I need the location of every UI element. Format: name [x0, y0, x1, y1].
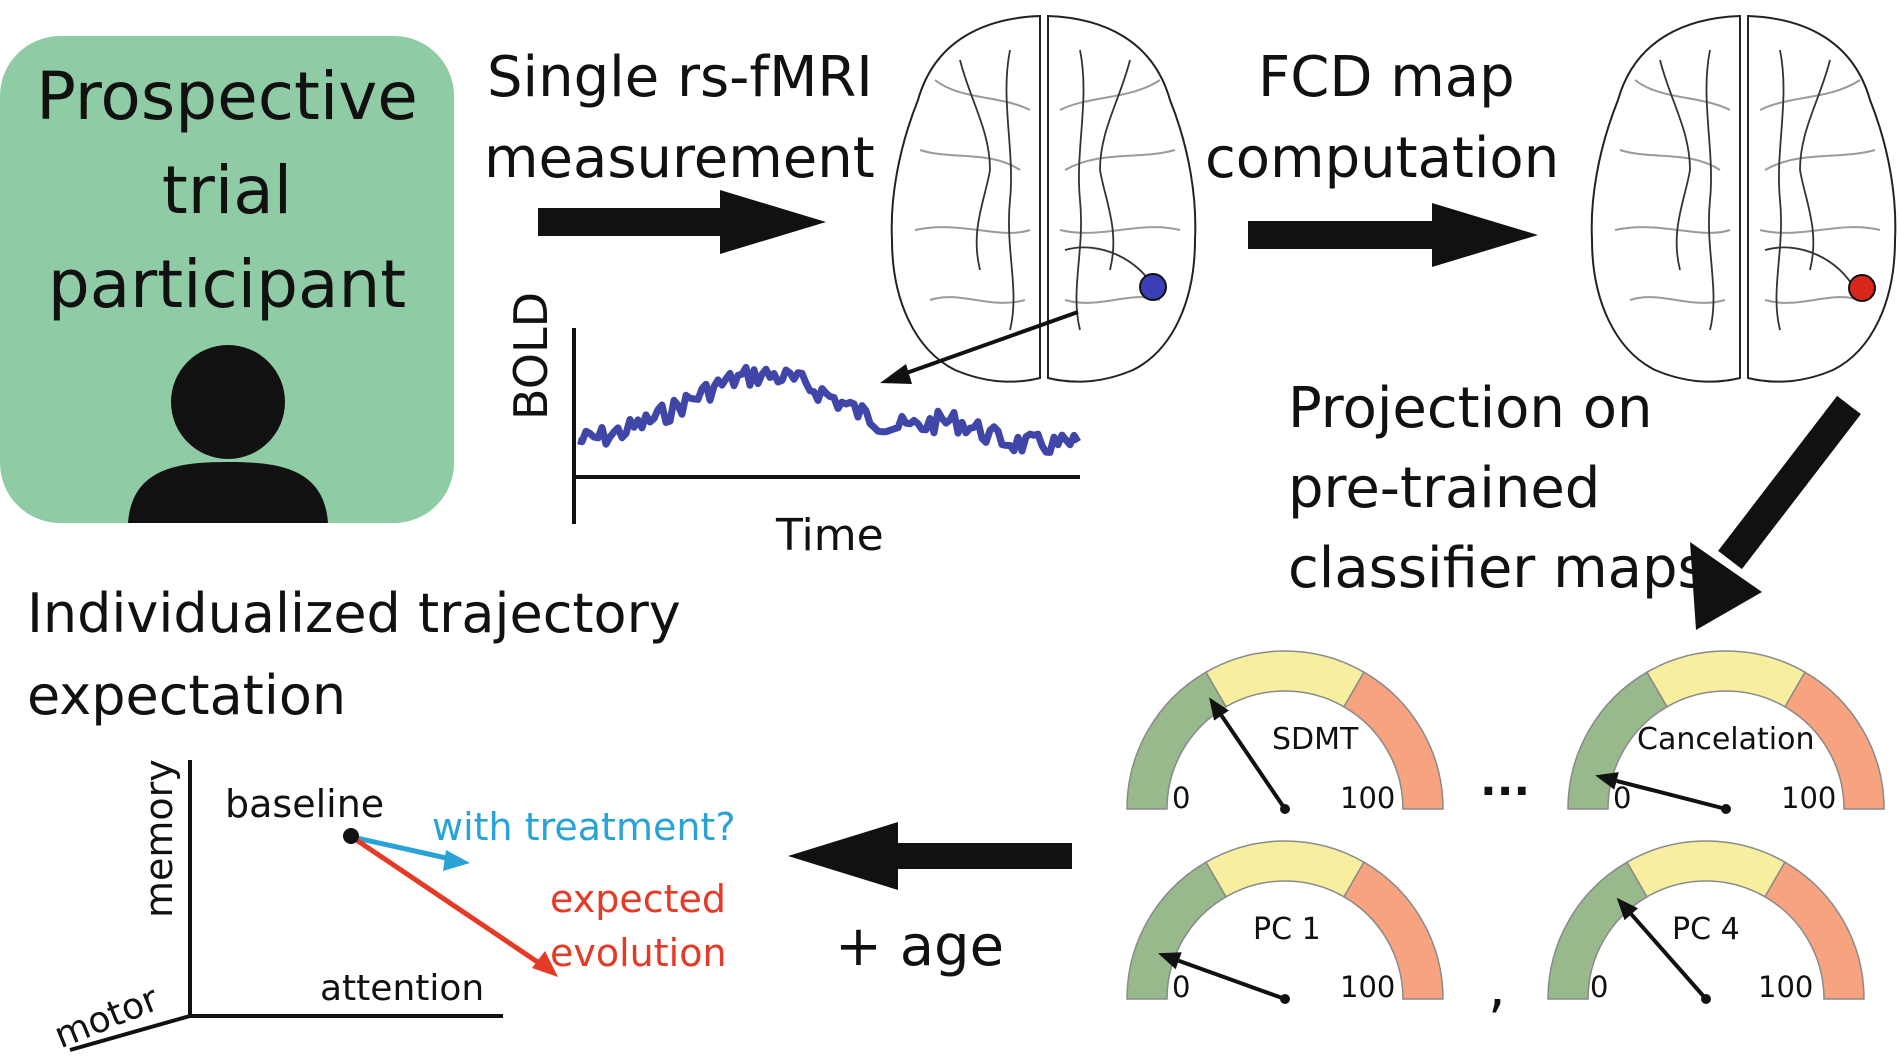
gauge-zone-3 [1342, 861, 1444, 1000]
seed-region-red [1848, 274, 1876, 302]
person-icon [128, 345, 328, 523]
baseline-label: baseline [225, 782, 385, 826]
gauge-label-sdmt: SDMT [1272, 722, 1359, 757]
seed-to-signal-arrow [880, 310, 1079, 384]
gauge-zone-2 [1625, 840, 1787, 898]
gauge-sdmt [1126, 650, 1444, 814]
gauge-min-pc4: 0 [1590, 970, 1609, 1004]
gauge-hub [1280, 804, 1290, 814]
trajectory-axes [69, 760, 503, 1052]
fcd-brain-icon [1590, 14, 1897, 383]
gauge-min-sdmt: 0 [1172, 781, 1191, 815]
projection-label-line1: Projection on [1288, 376, 1653, 441]
gauge-zone-2 [1204, 650, 1366, 708]
gauge-hub [1721, 804, 1731, 814]
trajectory-title-line2: expectation [27, 664, 347, 727]
participant-title-line2: trial [161, 152, 293, 229]
gauge-needle [1219, 714, 1287, 811]
arrow-to-trajectory [788, 822, 1072, 890]
gauge-hub [1280, 994, 1290, 1004]
measurement-label-line2: measurement [484, 126, 875, 191]
baseline-point [343, 828, 359, 844]
gauge-comma: , [1488, 955, 1506, 1020]
fcd-label-line2: computation [1205, 126, 1560, 191]
gauge-ellipsis: ... [1480, 755, 1531, 806]
gauge-max-sdmt: 100 [1340, 781, 1396, 815]
gauge-zone-2 [1645, 650, 1807, 708]
bold-plot-axes [572, 328, 1080, 524]
participant-title-line3: participant [47, 246, 407, 323]
gauge-needle [1178, 958, 1286, 1001]
gauge-label-pc1: PC 1 [1253, 912, 1321, 947]
gauge-needle-tip [1157, 952, 1182, 970]
trajectory-title-line1: Individualized trajectory [27, 582, 681, 645]
gauge-needle-tip [1616, 897, 1639, 921]
gauge-max-pc1: 100 [1340, 970, 1396, 1004]
projection-label-line2: pre-trained [1288, 456, 1601, 521]
arrow-to-gauges [1690, 395, 1861, 630]
gauge-zone-3 [1783, 671, 1885, 810]
gauge-pc-4 [1547, 840, 1865, 1004]
participant-title-line1: Prospective [36, 58, 418, 135]
gauge-hub [1701, 994, 1711, 1004]
brain-icon [890, 14, 1197, 383]
attention-axis-label: attention [320, 968, 485, 1009]
gauge-pc-1 [1126, 840, 1444, 1004]
expected-evolution-arrow [350, 834, 558, 977]
expected-label-line2: evolution [550, 931, 727, 975]
bold-signal-line [577, 363, 1081, 456]
gauge-max-cancelation: 100 [1781, 781, 1837, 815]
gauge-label-pc4: PC 4 [1672, 912, 1740, 947]
gauge-cancelation [1567, 650, 1885, 814]
gauge-zone-3 [1763, 861, 1865, 1000]
gauge-min-pc1: 0 [1172, 970, 1191, 1004]
gauge-needle [1629, 912, 1708, 1001]
measurement-label-line1: Single rs-fMRI [487, 45, 873, 110]
age-label: + age [835, 914, 1005, 979]
gauge-zone-1 [1126, 671, 1228, 810]
gauge-zone-1 [1547, 861, 1649, 1000]
gauge-needle-tip [1209, 697, 1229, 721]
participant-title: Prospective trial participant [0, 50, 454, 332]
gauge-label-cancelation: Cancelation [1637, 722, 1815, 757]
time-axis-label: Time [776, 510, 884, 561]
arrow-to-brain [538, 190, 826, 254]
treatment-label: with treatment? [432, 805, 736, 849]
expected-label-line1: expected [550, 877, 726, 921]
gauge-max-pc4: 100 [1758, 970, 1814, 1004]
arrow-to-fcd-map [1248, 203, 1538, 267]
classifier-gauges [1126, 650, 1885, 1004]
gauge-needle-tip [1595, 772, 1619, 790]
gauge-needle [1616, 778, 1727, 811]
gauge-min-cancelation: 0 [1613, 781, 1632, 815]
gauge-zone-2 [1204, 840, 1366, 898]
projection-label-line3: classifier maps [1288, 536, 1707, 601]
gauge-zone-3 [1342, 671, 1444, 810]
seed-region-blue [1139, 273, 1167, 301]
fcd-label-line1: FCD map [1258, 45, 1515, 110]
treatment-arrow [351, 834, 470, 871]
gauge-zone-1 [1126, 861, 1228, 1000]
